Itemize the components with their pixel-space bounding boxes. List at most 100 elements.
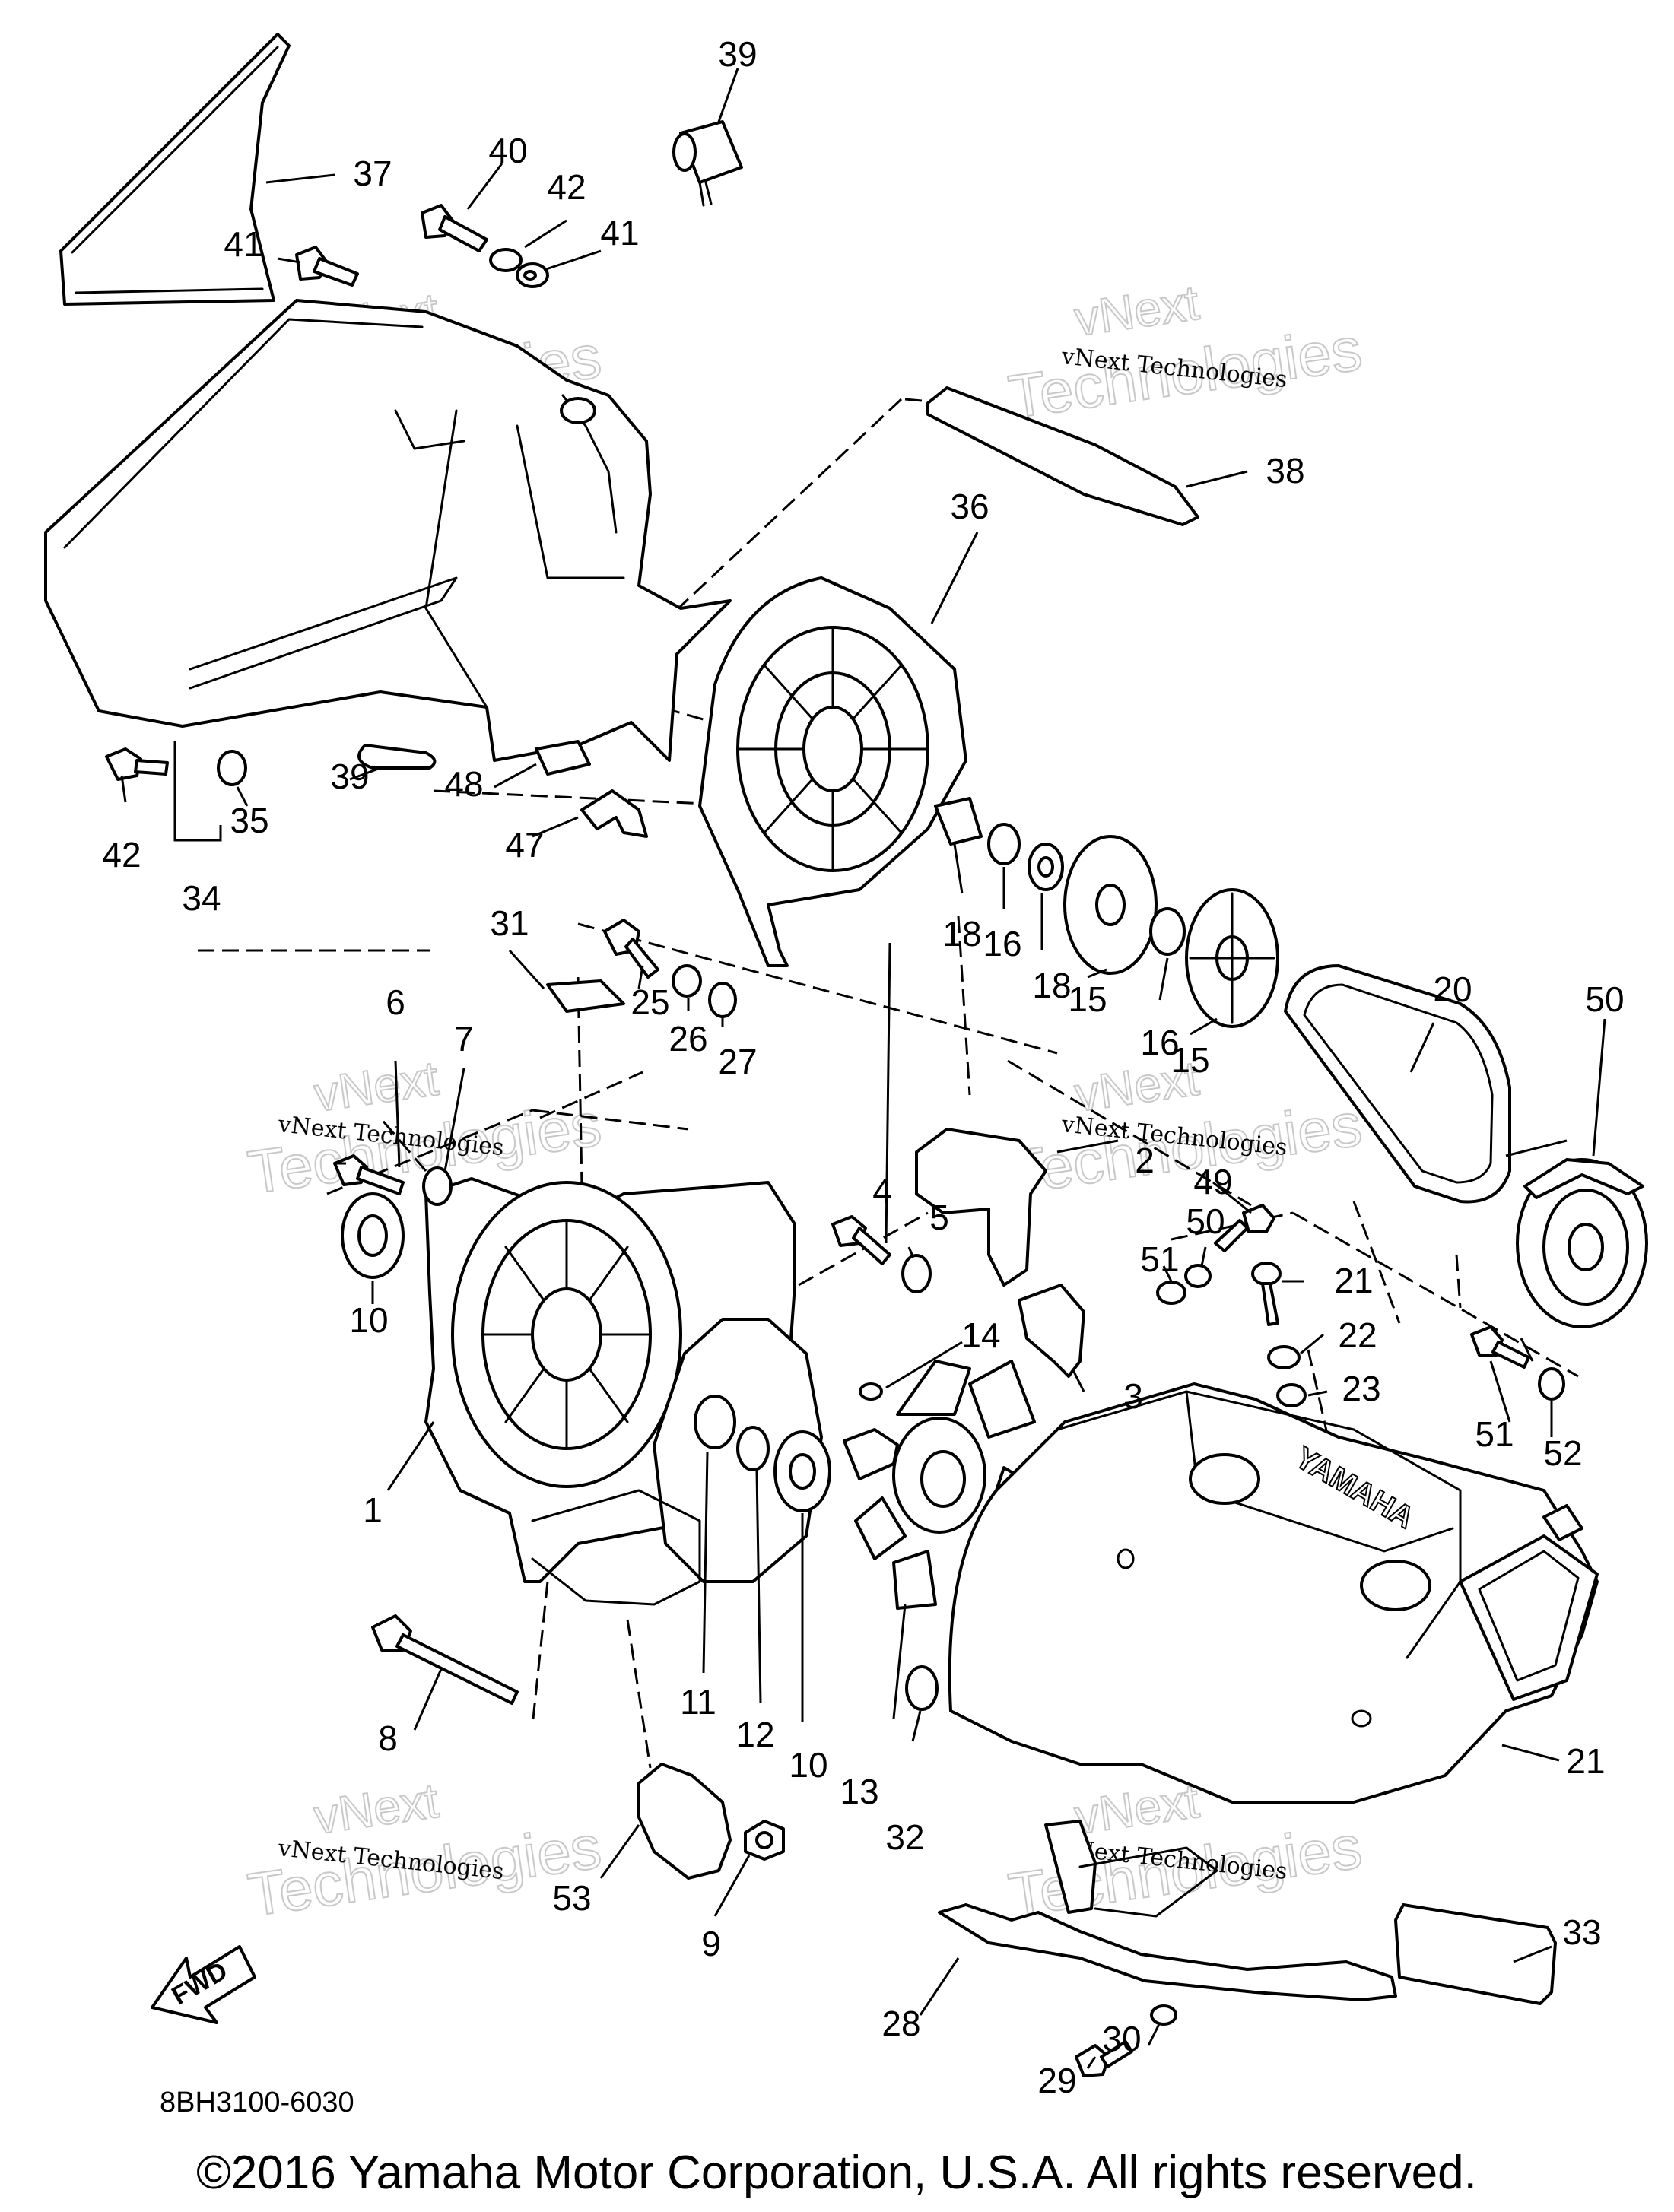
callout-8: 8 bbox=[378, 1719, 398, 1758]
duct-boss bbox=[560, 397, 596, 424]
part-41-bolt-a bbox=[421, 204, 488, 252]
part-37-panel bbox=[59, 33, 291, 306]
part-9-nut bbox=[744, 1820, 785, 1861]
callout-9: 9 bbox=[701, 1924, 721, 1963]
part-31-label bbox=[546, 979, 625, 1013]
callout-22: 21 bbox=[1334, 1261, 1373, 1300]
part-36-fan-grille bbox=[698, 576, 967, 967]
callout-46: 48 bbox=[444, 764, 483, 804]
callout-4: 4 bbox=[872, 1171, 892, 1211]
callout-10: 10 bbox=[789, 1745, 827, 1785]
leader-lines bbox=[120, 68, 1606, 2069]
part-50-pulley bbox=[1516, 1158, 1648, 1328]
part-52-washer bbox=[1538, 1367, 1565, 1401]
callout-17: 16 bbox=[983, 924, 1021, 963]
part-5-washer bbox=[901, 1254, 932, 1293]
callout-20: 20 bbox=[1433, 970, 1472, 1009]
part-7-washer bbox=[422, 1166, 453, 1206]
callout-38: 38 bbox=[1266, 451, 1304, 490]
callout-11: 11 bbox=[680, 1682, 716, 1722]
callout-30: 30 bbox=[1102, 2019, 1141, 2058]
callout-26: 26 bbox=[669, 1019, 707, 1058]
part-34-bracket-line bbox=[173, 741, 222, 842]
copyright-notice: ©2016 Yamaha Motor Corporation, U.S.A. A… bbox=[196, 2147, 1477, 2199]
part-23-nut bbox=[1267, 1345, 1301, 1369]
part-17-washer bbox=[987, 823, 1021, 865]
callout-12: 12 bbox=[735, 1715, 774, 1754]
part-39-clip bbox=[357, 744, 437, 770]
part-51-bolt bbox=[1470, 1325, 1530, 1369]
part-45-bracket bbox=[580, 789, 648, 838]
part-1-housing bbox=[424, 1177, 823, 1606]
callout-15: 15 bbox=[1068, 979, 1107, 1019]
callout-19: 18 bbox=[942, 914, 981, 954]
callout-6: 6 bbox=[386, 982, 405, 1022]
part-38-cover-plate bbox=[926, 386, 1199, 526]
watermark-big-top: vNext bbox=[1072, 1773, 1202, 1845]
part-2-bracket bbox=[915, 1128, 1047, 1287]
part-8-bolt bbox=[371, 1614, 519, 1705]
callout-43: 41 bbox=[600, 213, 639, 252]
callout-10: 10 bbox=[349, 1300, 388, 1340]
callout-33: 33 bbox=[1562, 1912, 1601, 1952]
callout-34: 34 bbox=[182, 878, 221, 918]
part-12-washer bbox=[736, 1426, 770, 1471]
part-33-pad bbox=[1394, 1903, 1557, 2005]
part-30-washer bbox=[1150, 2004, 1177, 2026]
callout-53: 53 bbox=[552, 1878, 591, 1918]
callout-44: 42 bbox=[547, 167, 586, 207]
callout-14: 14 bbox=[961, 1315, 1000, 1355]
callout-39: 39 bbox=[330, 757, 369, 796]
callout-32: 32 bbox=[885, 1817, 924, 1857]
callout-29: 29 bbox=[1037, 2061, 1076, 2100]
callout-50: 50 bbox=[1585, 979, 1624, 1019]
callout-16: 16 bbox=[1140, 1023, 1179, 1062]
callout-42: 42 bbox=[102, 835, 141, 874]
callout-15: 15 bbox=[1171, 1040, 1209, 1080]
callout-23: 22 bbox=[1338, 1315, 1377, 1355]
part-11-circlip bbox=[694, 1395, 736, 1449]
callout-7: 7 bbox=[454, 1019, 474, 1058]
part-35-grommet bbox=[217, 750, 247, 786]
part-27-washer bbox=[708, 982, 737, 1018]
callout-numbers: 39 40 42 41 41 37 36 38 42 35 34 39 48 4… bbox=[102, 34, 1624, 2100]
part-4-bolt bbox=[831, 1215, 891, 1265]
part-34-duct-housing bbox=[44, 299, 732, 762]
part-14-plug bbox=[859, 1382, 883, 1401]
part-42-bolt bbox=[105, 747, 169, 781]
callout-25: 25 bbox=[631, 982, 669, 1022]
callout-27: 27 bbox=[718, 1042, 757, 1081]
part-32-cap bbox=[905, 1665, 939, 1711]
callout-45: 47 bbox=[505, 825, 544, 865]
part-46-damper bbox=[535, 740, 591, 776]
callout-51: 51 bbox=[1475, 1414, 1514, 1454]
watermark-big-top: vNext bbox=[311, 1051, 442, 1122]
part-26-washer bbox=[672, 964, 702, 998]
callout-24: 23 bbox=[1342, 1369, 1380, 1408]
callout-52: 52 bbox=[1543, 1433, 1582, 1473]
part-15-pulley-half-b bbox=[1185, 888, 1279, 1028]
callout-35: 35 bbox=[230, 801, 268, 840]
callout-41: 41 bbox=[224, 224, 262, 264]
callout-48: 50 bbox=[1186, 1201, 1225, 1241]
callout-13: 13 bbox=[840, 1772, 878, 1811]
part-10-bearing-b bbox=[773, 1430, 831, 1512]
part-48-washer bbox=[1184, 1264, 1212, 1288]
callout-49: 51 bbox=[1140, 1239, 1179, 1279]
part-16-washer bbox=[1149, 907, 1186, 956]
watermark-big-top: vNext bbox=[1072, 275, 1202, 347]
part-3-bracket bbox=[1018, 1284, 1085, 1378]
drawing-code: 8BH3100-6030 bbox=[160, 2087, 354, 2118]
callout-5: 5 bbox=[929, 1198, 949, 1237]
part-53-cover bbox=[637, 1763, 732, 1880]
part-20-belt bbox=[1284, 964, 1511, 1204]
callout-31: 31 bbox=[490, 903, 529, 943]
part-10-bearing-a bbox=[341, 1192, 405, 1279]
part-25-bolt bbox=[603, 919, 659, 979]
callout-28: 28 bbox=[881, 2004, 920, 2043]
part-15-pulley-half-a bbox=[1063, 835, 1158, 975]
part-24-grommet bbox=[1276, 1383, 1307, 1407]
watermark-big-top: vNext bbox=[311, 1773, 442, 1845]
part-22-bolt bbox=[1251, 1262, 1282, 1326]
